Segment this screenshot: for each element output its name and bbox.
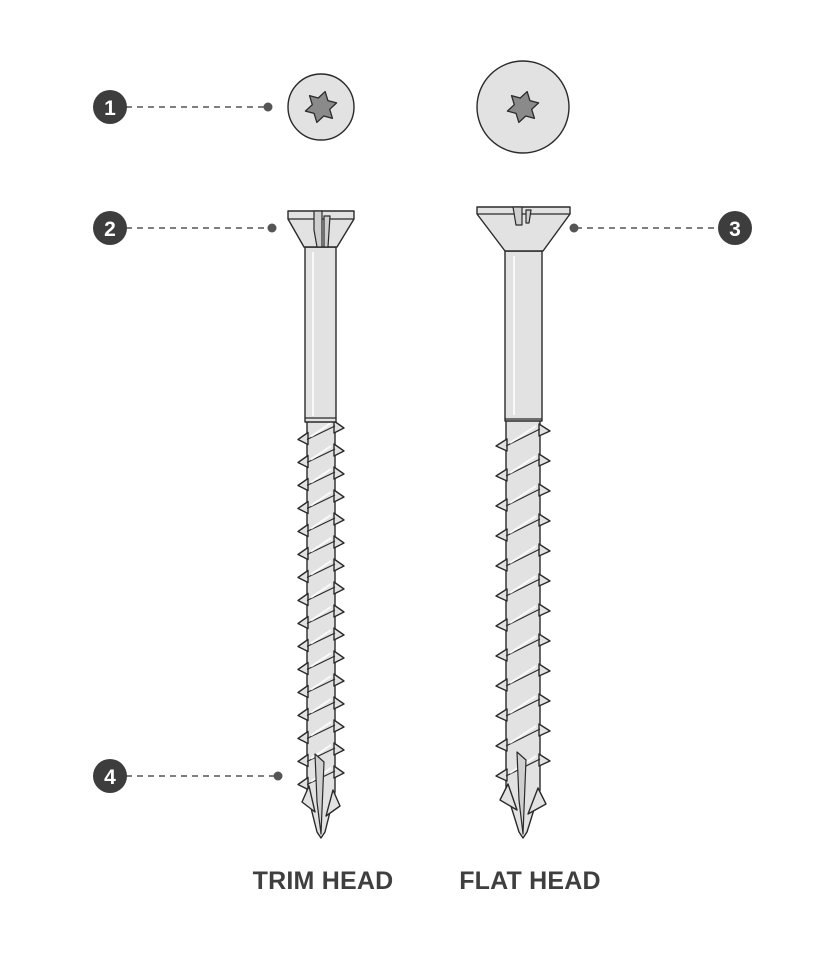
screw-threads xyxy=(297,419,345,839)
callout-number: 2 xyxy=(104,218,116,241)
callout-number: 4 xyxy=(104,766,116,789)
screw-threads xyxy=(495,418,551,839)
flat-head-screw xyxy=(476,206,571,839)
callout-number: 1 xyxy=(104,97,116,120)
flat-head-label: FLAT HEAD xyxy=(459,867,601,895)
flat-head-top-view xyxy=(476,60,570,154)
star-drive-icon xyxy=(304,90,338,124)
callout-4: 4 xyxy=(93,759,283,793)
callout-2: 2 xyxy=(93,211,277,245)
trim-head-label: TRIM HEAD xyxy=(253,867,394,895)
callout-1: 1 xyxy=(93,90,273,124)
trim-head-screw xyxy=(287,210,355,839)
star-drive-icon xyxy=(506,90,540,124)
callout-number: 3 xyxy=(729,218,741,241)
trim-head-top-view xyxy=(287,73,355,141)
callout-3: 3 xyxy=(569,211,752,245)
